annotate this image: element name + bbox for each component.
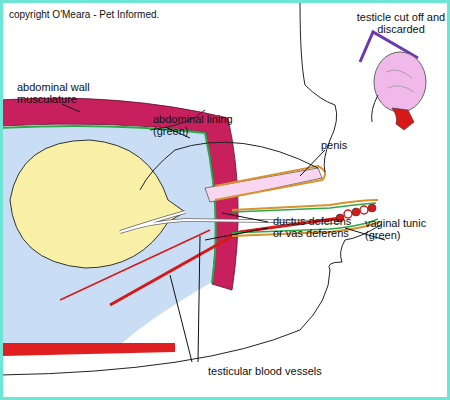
skin-outline bbox=[3, 270, 330, 375]
cord-stump bbox=[392, 108, 414, 130]
label-layer: copyright O'Meara - Pet Informed. testicl… bbox=[3, 3, 450, 400]
leader-line bbox=[170, 275, 192, 362]
part-label: testicular blood vessels bbox=[208, 365, 358, 377]
skin-outline bbox=[324, 105, 336, 172]
leg-outline bbox=[300, 3, 335, 105]
part-label: abdominal wall musculature bbox=[17, 81, 105, 105]
coil bbox=[352, 208, 360, 216]
abdominal-wall bbox=[3, 98, 238, 290]
part-label: abdominal lining (green) bbox=[153, 113, 247, 137]
vaginal-tunic bbox=[232, 203, 376, 212]
abdominal-cavity bbox=[3, 126, 216, 345]
testicle-veins bbox=[386, 70, 414, 92]
coil bbox=[368, 204, 376, 212]
aorta-band bbox=[3, 343, 175, 356]
prepuce bbox=[215, 166, 325, 200]
neuter-illustration bbox=[3, 3, 447, 397]
copyright-watermark: copyright O'Meara - Pet Informed. bbox=[9, 9, 209, 21]
blood-vessel bbox=[60, 230, 210, 300]
leader-lines bbox=[62, 104, 385, 362]
part-label: ductus deferens or vas deferens bbox=[273, 215, 361, 239]
part-label: vaginal tunic (green) bbox=[365, 217, 439, 241]
leader-line bbox=[300, 150, 325, 176]
removal-note: testicle cut off and discarded bbox=[355, 11, 447, 35]
testicle bbox=[374, 52, 426, 112]
leader-line bbox=[205, 228, 268, 240]
skin-outline bbox=[140, 142, 318, 190]
part-label: penis bbox=[321, 139, 361, 151]
cut-mark bbox=[372, 95, 378, 122]
leader-line bbox=[198, 236, 200, 362]
leader-line bbox=[222, 213, 268, 222]
bladder bbox=[10, 140, 185, 268]
abdominal-lining bbox=[3, 126, 216, 283]
leader-line bbox=[62, 104, 80, 112]
coil bbox=[360, 206, 368, 214]
